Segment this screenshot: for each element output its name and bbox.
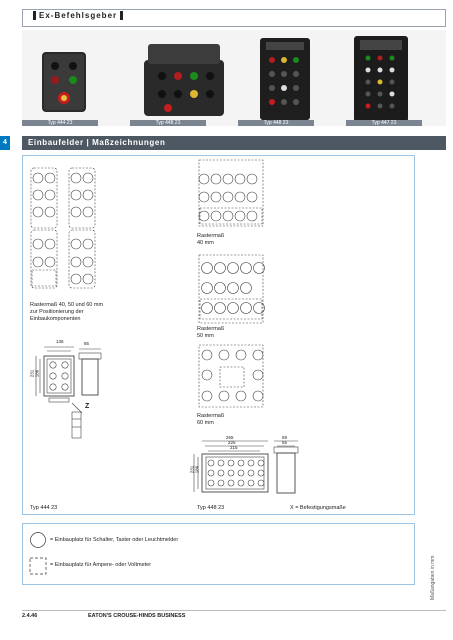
footer-divider xyxy=(22,610,446,611)
page-number: 2.4.46 xyxy=(22,613,38,619)
enclosure-448-drawing xyxy=(193,440,299,494)
raster-40-drawing xyxy=(198,159,264,227)
caption-typ-448: Typ 448 23 xyxy=(197,505,225,511)
dim-right-h2: 186 xyxy=(194,465,200,474)
photo-caption-1: Typ 444 23 xyxy=(22,120,98,126)
legend-circle-icon xyxy=(30,532,46,548)
legend-square-text: = Einbauplatz für Ampere- oder Voltmeter xyxy=(50,562,152,568)
legend-symbols xyxy=(29,532,47,575)
left-panels-middle xyxy=(30,229,96,289)
header-title-text: Ex-Befehlsgeber xyxy=(39,11,118,20)
product-photo-strip xyxy=(22,30,446,126)
product-photo-448b xyxy=(260,38,310,120)
dim-left-h2: 186 xyxy=(34,369,40,378)
drawings-frame xyxy=(22,155,415,515)
raster-50-drawing xyxy=(198,254,265,324)
dim-right-w2: 225 xyxy=(228,440,236,445)
product-photo-448a xyxy=(144,44,224,116)
raster-40-line-1: Rastermaß xyxy=(197,233,225,239)
technical-drawings xyxy=(30,159,299,494)
photo-caption-4: Typ 447 23 xyxy=(346,120,422,126)
bar-right xyxy=(120,11,124,21)
photo-caption-2: Typ 448 23 xyxy=(130,120,206,126)
dim-right-w4: 59 xyxy=(282,435,288,440)
left-panels-top xyxy=(30,167,96,229)
legend-square-icon xyxy=(29,557,47,575)
enclosure-444-drawing xyxy=(35,346,102,439)
raster-40-line-2: 40 mm xyxy=(197,240,214,246)
company-name: EATON'S CROUSE-HINDS BUSINESS xyxy=(88,613,186,619)
photo-caption-3: Typ 448 23 xyxy=(238,120,314,126)
chapter-tab: 4 xyxy=(0,136,10,150)
raster-50-line-2: 50 mm xyxy=(197,333,214,339)
raster-50-line-1: Rastermaß xyxy=(197,326,225,332)
caption-typ-444: Typ 444 23 xyxy=(30,505,58,511)
positioning-line-1: Rastermaß 40, 50 und 60 mm xyxy=(30,302,104,308)
raster-60-note: Rastermaß 60 mm xyxy=(197,413,224,427)
bar-left xyxy=(33,11,36,21)
positioning-line-2: zur Positionierung der xyxy=(30,309,84,315)
product-photo-447 xyxy=(354,36,408,122)
legend-circle-text: = Einbauplatz für Schalter, Taster oder … xyxy=(50,537,179,543)
dim-right-w5: 55 xyxy=(282,440,288,445)
z-label: Z xyxy=(85,403,90,410)
measurement-note: Maßangaben in mm xyxy=(430,555,436,600)
section-title: Einbaufelder | Maßzeichnungen xyxy=(22,136,446,150)
raster-60-drawing xyxy=(198,344,264,408)
dim-left-w1: 136 xyxy=(56,339,64,344)
legend-frame xyxy=(22,523,415,585)
header-title: Ex-Befehlsgeber xyxy=(30,11,126,21)
dim-right-w1: 265 xyxy=(226,435,234,440)
raster-60-line-1: Rastermaß xyxy=(197,413,225,419)
raster-60-line-2: 60 mm xyxy=(197,420,214,426)
positioning-note: Rastermaß 40, 50 und 60 mm zur Positioni… xyxy=(30,302,103,323)
dim-left-w2: 85 xyxy=(84,341,90,346)
product-photo-444 xyxy=(42,52,86,112)
positioning-line-3: Einbaukomponenten xyxy=(30,316,81,322)
dim-right-w3: 215 xyxy=(230,445,238,450)
caption-x-note: X = Befestigungsmaße xyxy=(290,505,346,511)
header-box xyxy=(22,9,446,27)
raster-50-note: Rastermaß 50 mm xyxy=(197,326,224,340)
raster-40-note: Rastermaß 40 mm xyxy=(197,233,224,247)
